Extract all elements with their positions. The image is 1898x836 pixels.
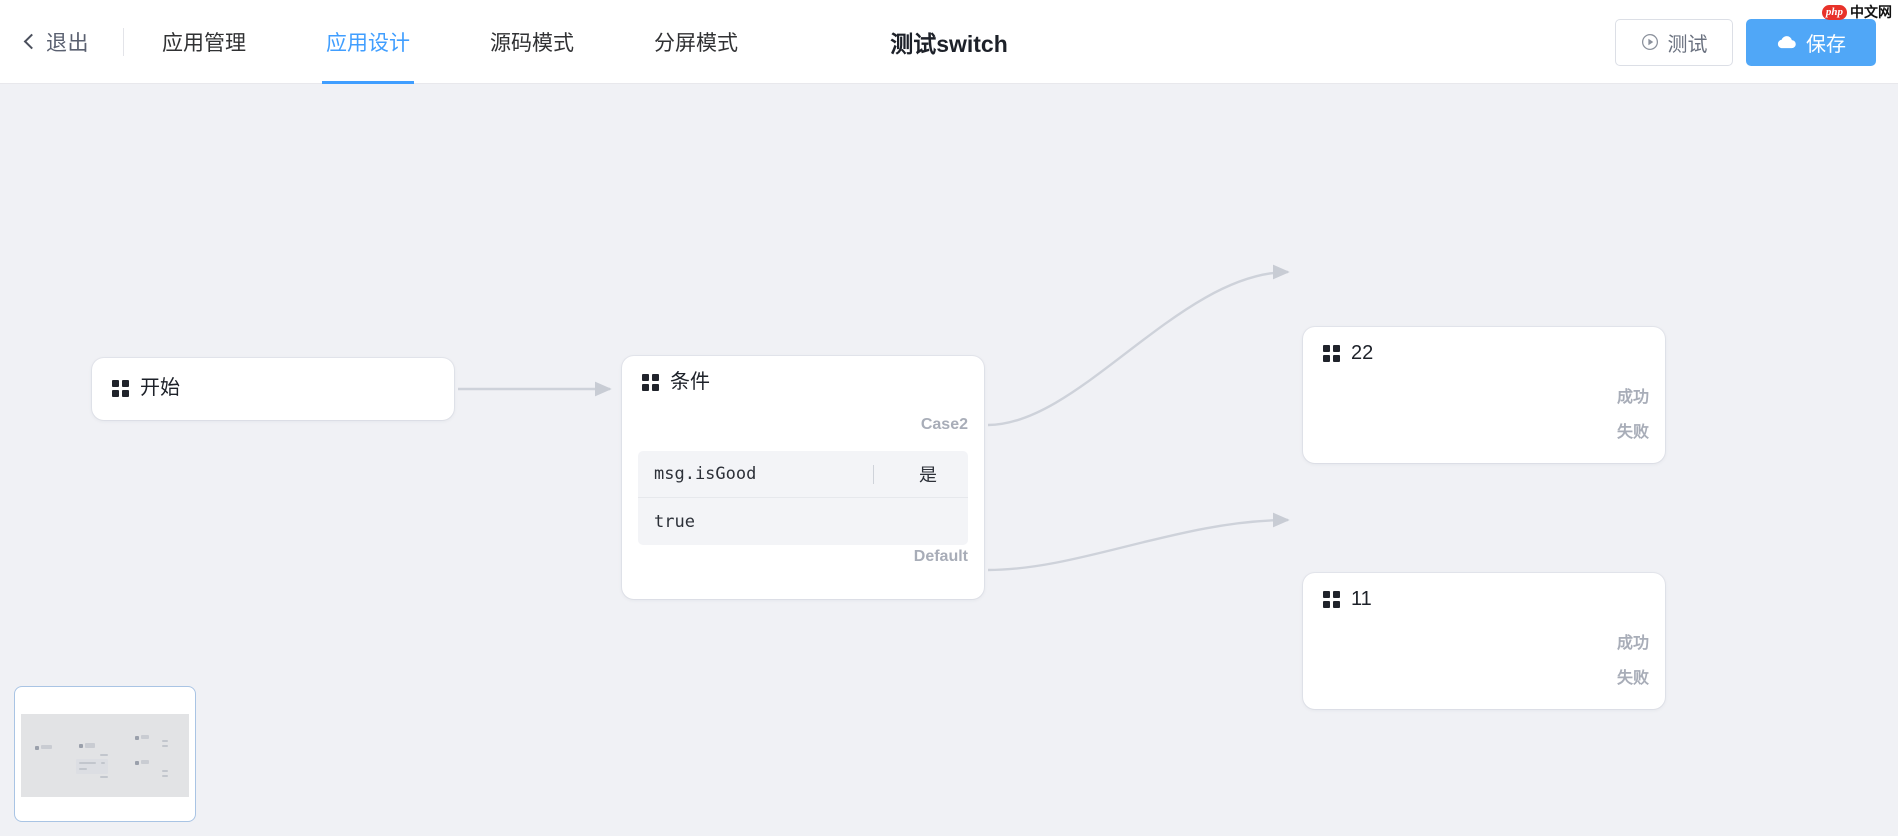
- save-button[interactable]: 保存: [1746, 18, 1876, 66]
- condition-value: true: [654, 511, 695, 532]
- condition-row-value: true: [638, 498, 968, 545]
- save-button-label: 保存: [1806, 33, 1846, 56]
- condition-expression-box[interactable]: msg.isGood 是 true: [638, 451, 968, 545]
- tab-label: 应用管理: [162, 31, 246, 55]
- port-label-failure[interactable]: 失败: [1616, 670, 1649, 687]
- port-label-failure[interactable]: 失败: [1616, 424, 1649, 441]
- minimap-viewport[interactable]: [21, 714, 189, 797]
- main-tabs: 应用管理 应用设计 源码模式 分屏模式: [158, 0, 814, 84]
- tab-label: 应用设计: [326, 31, 410, 55]
- header-actions: 测试 保存: [1615, 0, 1876, 84]
- test-button-label: 测试: [1667, 33, 1708, 56]
- node-header: 条件: [622, 356, 984, 394]
- minimap-port-case2: [100, 754, 108, 756]
- exit-button-label: 退出: [46, 31, 89, 55]
- port-label-success[interactable]: 成功: [1616, 635, 1649, 652]
- test-button[interactable]: 测试: [1615, 18, 1733, 66]
- condition-row-key: msg.isGood 是: [638, 451, 968, 498]
- cloud-upload-icon: [1777, 36, 1796, 49]
- condition-operator: 是: [919, 465, 937, 485]
- flow-node-22[interactable]: 22 成功 失败: [1303, 327, 1665, 463]
- flow-node-condition[interactable]: 条件 Case2 msg.isGood 是 true Default: [622, 356, 984, 599]
- node-title: 条件: [670, 371, 710, 393]
- minimap-condition-op: [101, 762, 105, 764]
- node-header: 11: [1303, 573, 1665, 611]
- tab-source-mode[interactable]: 源码模式: [486, 0, 578, 84]
- node-header: 开始: [92, 358, 454, 400]
- minimap-node-condition: [85, 743, 95, 748]
- minimap-condition-key: [79, 762, 96, 764]
- node-title: 22: [1351, 342, 1374, 364]
- minimap-node-22: [141, 735, 149, 739]
- minimap-node-start: [41, 745, 52, 749]
- minimap-port-success: [162, 740, 168, 742]
- port-label-default[interactable]: Default: [913, 548, 968, 565]
- minimap-node-icon: [79, 744, 83, 748]
- edge-condition-default-to-11: [987, 512, 1290, 572]
- grid-2x2-icon: [112, 379, 129, 397]
- tab-app-design[interactable]: 应用设计: [322, 0, 414, 84]
- flow-minimap[interactable]: [14, 686, 196, 822]
- minimap-node-icon: [35, 746, 39, 750]
- chevron-left-icon: [23, 33, 40, 49]
- minimap-node-icon: [135, 736, 139, 740]
- edge-condition-case2-to-22: [987, 264, 1290, 427]
- tab-label: 源码模式: [490, 31, 574, 55]
- node-header: 22: [1303, 327, 1665, 365]
- minimap-node-icon: [135, 761, 139, 765]
- minimap-port-failure: [162, 775, 168, 777]
- node-title: 11: [1351, 588, 1372, 610]
- tab-label: 分屏模式: [654, 31, 738, 55]
- tab-app-management[interactable]: 应用管理: [158, 0, 250, 84]
- app-header: 退出 应用管理 应用设计 源码模式 分屏模式 测试switch: [0, 0, 1898, 84]
- port-label-success[interactable]: 成功: [1616, 389, 1649, 406]
- node-title: 开始: [140, 377, 180, 399]
- port-label-case2[interactable]: Case2: [920, 416, 968, 433]
- grid-2x2-icon: [1323, 590, 1340, 608]
- header-divider: [123, 27, 124, 56]
- grid-2x2-icon: [1323, 344, 1340, 362]
- minimap-port-default: [100, 776, 108, 778]
- exit-button[interactable]: 退出: [22, 0, 93, 84]
- tab-split-mode[interactable]: 分屏模式: [650, 0, 742, 84]
- play-circle-icon: [1641, 33, 1658, 51]
- condition-separator: [873, 464, 874, 484]
- minimap-node-11: [141, 760, 149, 764]
- flow-node-start[interactable]: 开始: [92, 358, 454, 420]
- flow-canvas[interactable]: 开始 条件 Case2 msg.isGood 是 true Default: [0, 84, 1898, 836]
- minimap-condition-value: [79, 768, 87, 770]
- minimap-port-failure: [162, 745, 168, 747]
- condition-key: msg.isGood: [654, 464, 757, 484]
- flow-edges: [458, 264, 1290, 572]
- minimap-port-success: [162, 770, 168, 772]
- grid-2x2-icon: [642, 373, 659, 391]
- flow-node-11[interactable]: 11 成功 失败: [1303, 573, 1665, 709]
